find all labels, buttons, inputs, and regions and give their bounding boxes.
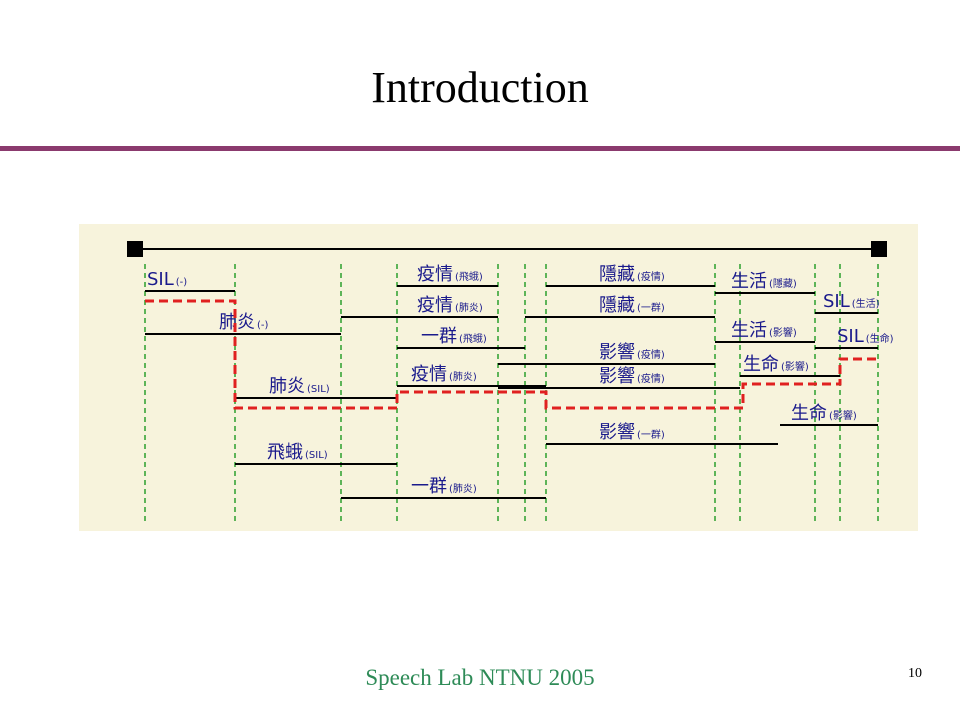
title-divider (0, 146, 960, 151)
arc-label: 疫情(肺炎) (411, 364, 477, 385)
arc-label: 隱藏(一群) (599, 295, 665, 316)
arc-label: 生命(影響) (791, 403, 857, 424)
arc-context: (一群) (637, 301, 665, 314)
best-path (145, 299, 878, 410)
arc-label: 生命(影響) (743, 354, 809, 375)
arc-label: 疫情(肺炎) (417, 295, 483, 316)
arc-word: 一群 (411, 476, 447, 497)
arc-label: 肺炎(SIL) (269, 376, 330, 397)
arc-word: 疫情 (411, 364, 447, 385)
footer-text: Speech Lab NTNU 2005 (365, 665, 595, 690)
arc-label: 一群(飛蛾) (421, 326, 487, 347)
arc-word: 飛蛾 (267, 442, 303, 463)
arc-context: (影響) (781, 360, 809, 373)
arc-word: 隱藏 (599, 264, 635, 285)
start-node (127, 241, 143, 257)
arc-word: 生活 (731, 271, 767, 292)
word-lattice-diagram: SIL(-)肺炎(-)肺炎(SIL)飛蛾(SIL)疫情(飛蛾)疫情(肺炎)一群(… (79, 224, 918, 531)
arc-label: SIL(-) (147, 269, 187, 290)
arc-context: (SIL) (307, 384, 330, 395)
arc-word: 疫情 (417, 264, 453, 285)
end-node (871, 241, 887, 257)
arc-context: (影響) (829, 409, 857, 422)
arc-label: 影響(疫情) (599, 342, 665, 363)
arc-context: (一群) (637, 428, 665, 441)
arc-label: 生活(隱藏) (731, 271, 797, 292)
arc-context: (疫情) (637, 270, 665, 283)
arc-context: (生活) (852, 297, 880, 310)
arc-label: 肺炎(-) (219, 312, 269, 333)
arc-word: SIL (147, 269, 174, 290)
arc-word: 隱藏 (599, 295, 635, 316)
arc-word: SIL (837, 326, 864, 347)
arc-word: 一群 (421, 326, 457, 347)
arc-word: 肺炎 (219, 312, 255, 333)
arc-label: 生活(影響) (731, 320, 797, 341)
arc-word: 影響 (599, 342, 635, 363)
arc-context: (飛蛾) (455, 270, 483, 283)
arc-context: (-) (176, 277, 188, 288)
slide-number: 10 (908, 666, 922, 681)
arc-context: (生命) (866, 332, 894, 345)
arc-context: (影響) (769, 326, 797, 339)
slide-title: Introduction (371, 63, 589, 112)
arc-label: 疫情(飛蛾) (417, 264, 483, 285)
arc-word: 生命 (791, 403, 827, 424)
arc-label: 影響(一群) (599, 422, 665, 443)
arc-word: 生命 (743, 354, 779, 375)
arc-word: 影響 (599, 422, 635, 443)
arc-label: 飛蛾(SIL) (267, 442, 328, 463)
arc-context: (-) (257, 320, 269, 331)
arc-context: (疫情) (637, 372, 665, 385)
arc-label: SIL(生命) (837, 326, 894, 347)
arc-context: (肺炎) (455, 302, 483, 314)
arc-context: (疫情) (637, 348, 665, 361)
arc-context: (飛蛾) (459, 332, 487, 345)
arc-context: (SIL) (305, 450, 328, 461)
arc-label: 隱藏(疫情) (599, 264, 665, 285)
arc-word: 疫情 (417, 295, 453, 316)
arc-label: SIL(生活) (823, 291, 880, 312)
arc-word: SIL (823, 291, 850, 312)
arc-context: (肺炎) (449, 483, 477, 495)
arc-context: (隱藏) (769, 277, 797, 290)
arc-word: 生活 (731, 320, 767, 341)
arc-label: 影響(疫情) (599, 366, 665, 387)
lattice-svg: SIL(-)肺炎(-)肺炎(SIL)飛蛾(SIL)疫情(飛蛾)疫情(肺炎)一群(… (79, 224, 918, 531)
arc-context: (肺炎) (449, 371, 477, 383)
arc-word: 影響 (599, 366, 635, 387)
arc-word: 肺炎 (269, 376, 305, 397)
arc-label: 一群(肺炎) (411, 476, 477, 497)
